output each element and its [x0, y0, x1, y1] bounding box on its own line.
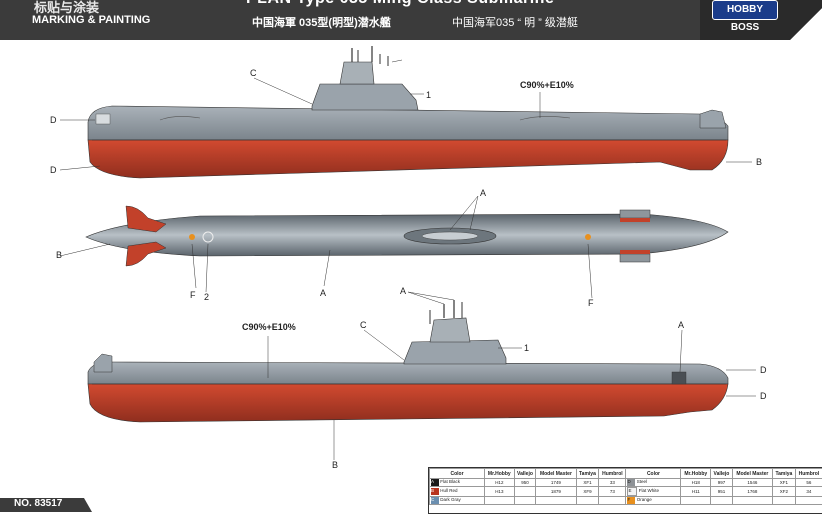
header-cell: Mr.Hobby	[681, 469, 711, 479]
table-cell: 1749	[536, 479, 576, 487]
table-cell	[732, 497, 772, 505]
table-cell: XF2	[772, 487, 795, 497]
table-cell	[711, 497, 733, 505]
table-cell: 1546	[732, 479, 772, 487]
table-cell: 1768	[732, 487, 772, 497]
header-cell: Model Master	[732, 469, 772, 479]
color-mix-note: C90%+E10%	[242, 322, 296, 332]
color-cell: F Orange	[626, 497, 681, 505]
header-cell: Color	[626, 469, 681, 479]
color-name: Steel	[637, 479, 647, 484]
header-cell: Vallejo	[711, 469, 733, 479]
callout-f: F	[190, 290, 196, 300]
table-row: A Flat Black H12 950 1749 XF1 33 D Steel…	[430, 479, 822, 487]
table-cell	[514, 487, 536, 497]
callout-c: C	[250, 68, 257, 78]
table-cell	[576, 497, 599, 505]
color-table: Color Mr.Hobby Vallejo Model Master Tami…	[428, 467, 822, 514]
table-cell: H12	[485, 479, 515, 487]
table-cell: H11	[681, 487, 711, 497]
header-cell: Tamiya	[772, 469, 795, 479]
table-cell	[681, 497, 711, 505]
table-cell: 950	[514, 479, 536, 487]
color-swatch: B	[431, 488, 439, 495]
color-cell: A Flat Black	[430, 479, 485, 487]
color-cell: B Hull Red	[430, 487, 485, 497]
table-cell: XF1	[576, 479, 599, 487]
color-name: Dark Gray	[440, 497, 461, 502]
color-name: Orange	[637, 497, 652, 502]
header-cell: Tamiya	[576, 469, 599, 479]
table-cell: XF9	[576, 487, 599, 497]
table-cell: H18	[681, 479, 711, 487]
callout-d: D	[50, 115, 57, 125]
item-number: NO. 83517	[14, 498, 62, 509]
callout-1: 1	[524, 343, 529, 353]
color-swatch: E	[627, 487, 637, 496]
header-cell: Humbrol	[795, 469, 822, 479]
color-cell: D Steel	[626, 479, 681, 487]
table-cell: 56	[795, 479, 822, 487]
color-swatch: D	[627, 479, 635, 486]
callout-a: A	[678, 320, 684, 330]
table-cell	[514, 497, 536, 505]
header-cell: Model Master	[536, 469, 576, 479]
callout-c: C	[360, 320, 367, 330]
header-cell: Humbrol	[599, 469, 626, 479]
color-table-header: Color Mr.Hobby Vallejo Model Master Tami…	[430, 469, 822, 479]
table-cell: 33	[599, 479, 626, 487]
color-swatch: F	[627, 497, 635, 504]
color-name: Flat White	[639, 488, 659, 493]
table-cell: H13	[485, 487, 515, 497]
table-cell	[795, 497, 822, 505]
color-swatch: A	[431, 479, 439, 486]
color-name: Hull Red	[440, 488, 457, 493]
callout-f: F	[588, 298, 594, 308]
color-mix-note: C90%+E10%	[520, 80, 574, 90]
item-number-badge: NO. 83517	[0, 498, 92, 512]
side-view-2	[88, 292, 756, 460]
callout-a: A	[320, 288, 326, 298]
table-cell: 951	[711, 487, 733, 497]
callout-d: D	[760, 365, 767, 375]
callout-d: D	[50, 165, 57, 175]
callout-b: B	[332, 460, 338, 470]
table-cell: 73	[599, 487, 626, 497]
table-cell	[599, 497, 626, 505]
header-cell: Mr.Hobby	[485, 469, 515, 479]
table-cell: 997	[711, 479, 733, 487]
table-cell: XF1	[772, 479, 795, 487]
color-cell: C Dark Gray	[430, 497, 485, 505]
callout-b: B	[756, 157, 762, 167]
callout-2: 2	[204, 292, 209, 302]
table-row: C Dark Gray F Orange	[430, 497, 822, 505]
callout-1: 1	[426, 90, 431, 100]
callout-a: A	[480, 188, 486, 198]
header-cell: Vallejo	[514, 469, 536, 479]
callout-a: A	[400, 286, 406, 296]
color-name: Flat Black	[440, 479, 460, 484]
callout-b: B	[56, 250, 62, 260]
table-cell	[772, 497, 795, 505]
callout-d: D	[760, 391, 767, 401]
table-cell: 34	[795, 487, 822, 497]
color-cell: E Flat White	[626, 487, 681, 497]
table-cell	[485, 497, 515, 505]
table-row: B Hull Red H13 1879 XF9 73 E Flat White …	[430, 487, 822, 497]
color-swatch: C	[431, 497, 439, 504]
top-view	[60, 196, 728, 298]
table-cell: 1879	[536, 487, 576, 497]
table-cell	[536, 497, 576, 505]
header-cell: Color	[430, 469, 485, 479]
side-view-1	[60, 46, 752, 178]
